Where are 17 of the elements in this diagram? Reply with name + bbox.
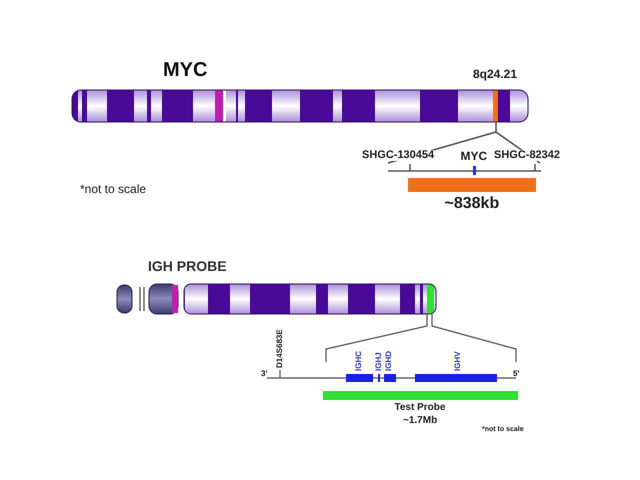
gene-label: MYC	[460, 150, 488, 162]
probe-size-label: ~1.7Mb	[403, 416, 438, 426]
marker-label: SHGC-82342	[494, 150, 560, 161]
gene-label: IGHJ	[375, 352, 383, 371]
heading: MYC	[163, 60, 208, 80]
probe-size-label: ~838kb	[444, 196, 500, 212]
note: *not to scale	[80, 183, 146, 195]
heading: IGH PROBE	[148, 259, 227, 273]
probe-label: Test Probe	[394, 403, 446, 413]
gene-label: IGHC	[355, 351, 363, 371]
gene-label: IGHD	[385, 351, 393, 371]
locus-label: 8q24.21	[473, 68, 518, 80]
marker-label: SHGC-130454	[362, 150, 434, 161]
end-label: 5'	[513, 370, 520, 378]
end-label: 3'	[261, 370, 268, 378]
marker-label: D14S683E	[276, 329, 284, 368]
gene-label: IGHV	[454, 351, 462, 371]
